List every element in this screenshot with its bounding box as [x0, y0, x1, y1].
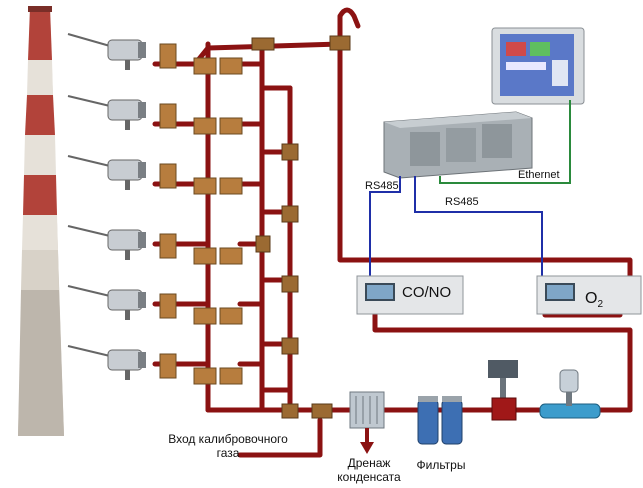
- filter-icon: [417, 396, 463, 445]
- plc-icon: [383, 111, 533, 179]
- flowmeter-icon: [539, 369, 601, 419]
- gas-probe-icon: [67, 33, 243, 75]
- analyzer-co-no-label: CO/NO: [402, 284, 452, 301]
- valve-icon: [251, 35, 351, 419]
- rs485-label-right: RS485: [445, 196, 479, 208]
- gas-probe-icon: [67, 95, 243, 135]
- analyzer-o2-label: O2: [585, 290, 603, 310]
- condensate-cooler-icon: [349, 391, 385, 454]
- filters-label: Фильтры: [416, 458, 466, 472]
- analyzer-o2-sub: 2: [597, 299, 604, 311]
- gas-probe-icon: [67, 225, 243, 265]
- hmi-panel-icon: [491, 27, 585, 105]
- gas-analyzer-icon: [356, 275, 464, 315]
- sampling-probes: [67, 33, 243, 385]
- chimney-icon: [18, 6, 64, 436]
- calibration-gas-label: Вход калибровочного газа: [168, 432, 288, 460]
- gas-analyzer-icon: [536, 275, 642, 315]
- gas-probe-icon: [67, 345, 243, 385]
- comm-lines: [369, 100, 571, 278]
- rs485-label-left: RS485: [365, 180, 399, 192]
- gas-probe-icon: [67, 285, 243, 325]
- condensate-drain-label: Дренаж конденсата: [337, 456, 401, 484]
- gas-probe-icon: [67, 155, 243, 195]
- pump-icon: [488, 360, 518, 421]
- analyzer-o2-main: O: [585, 290, 598, 307]
- ethernet-label: Ethernet: [518, 169, 560, 181]
